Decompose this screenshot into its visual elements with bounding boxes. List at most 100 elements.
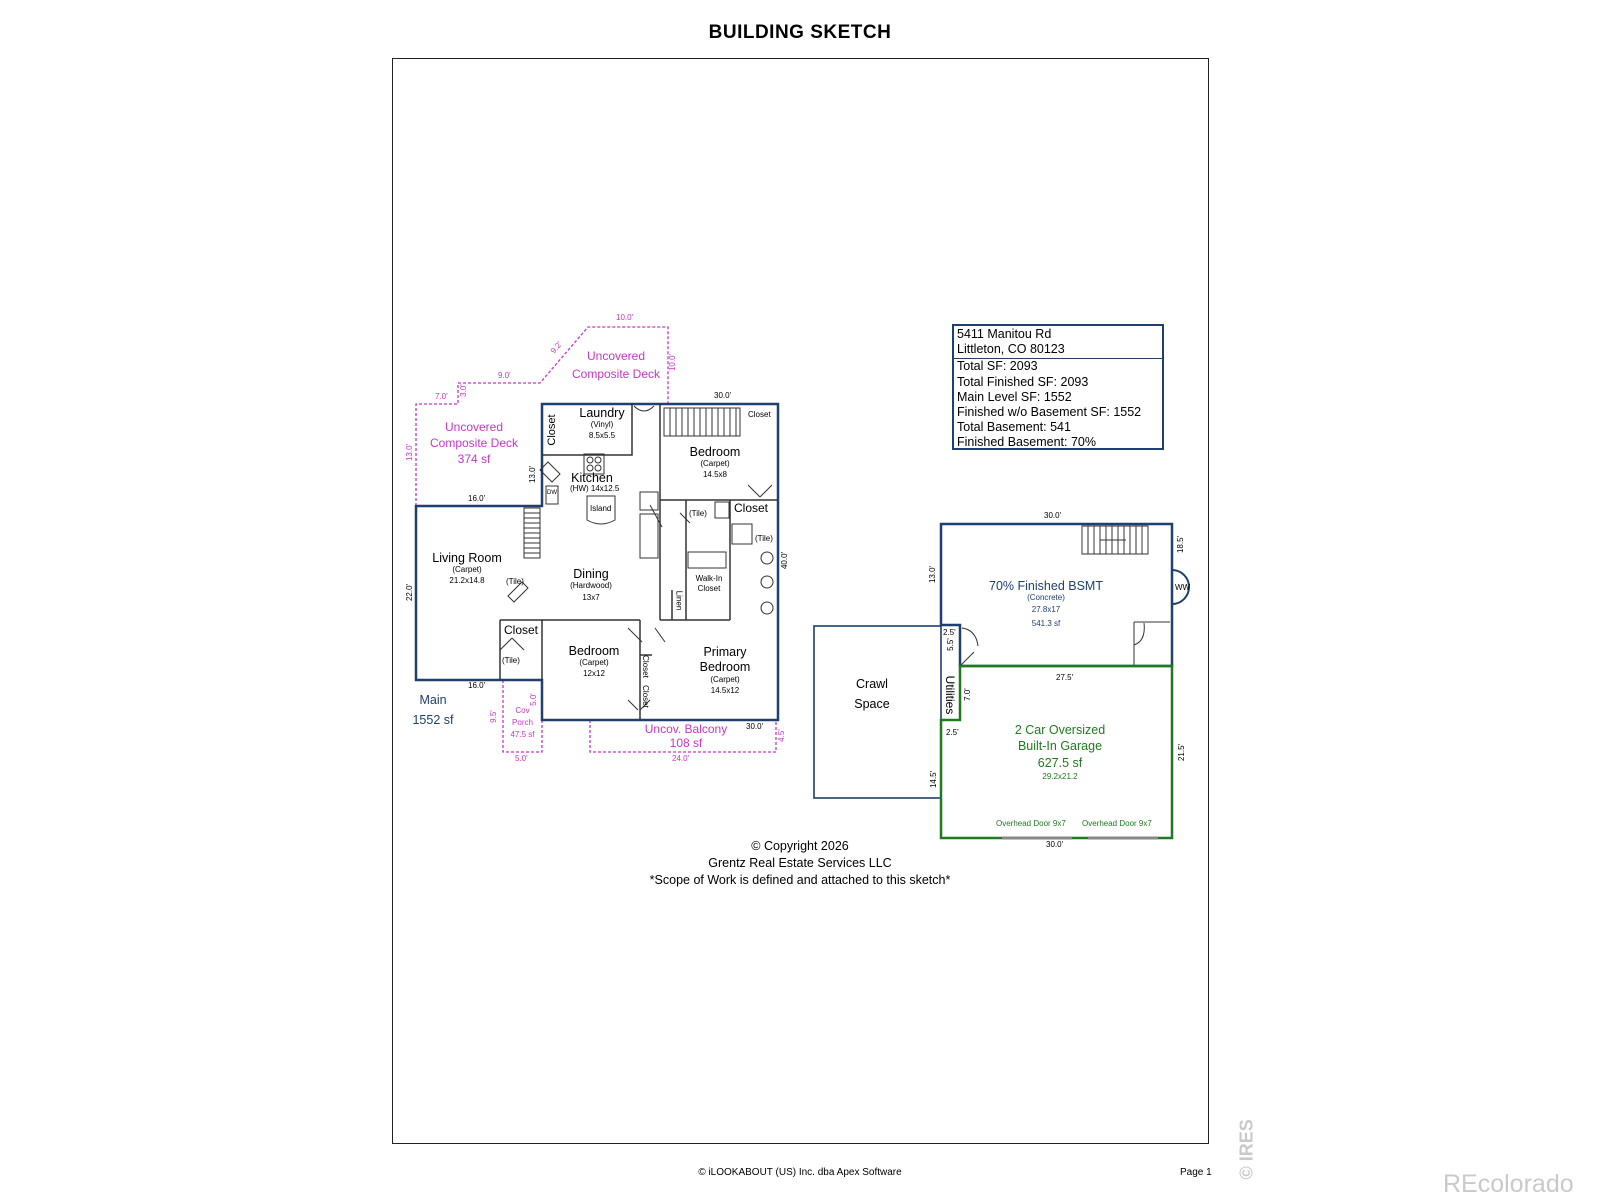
dim-bsmt-top: 30.0' bbox=[1044, 511, 1062, 520]
room-living: Living Room (Carpet) 21.2x14.8 bbox=[425, 551, 509, 585]
deck-left-line2: Composite Deck bbox=[429, 436, 519, 450]
fixtures bbox=[507, 453, 774, 615]
living-name: Living Room bbox=[432, 551, 502, 565]
recolorado-logo: REcolorado bbox=[1443, 1170, 1574, 1198]
total-sf: Total SF: 2093 bbox=[957, 359, 1038, 374]
room-bedroom-ne: Bedroom (Carpet) 14.5x8 bbox=[680, 445, 750, 479]
total-basement: Total Basement: 541 bbox=[957, 420, 1071, 435]
tile-closet: (Tile) bbox=[502, 656, 520, 665]
dim-deck-130: 13.0' bbox=[405, 443, 415, 462]
garage-door1: Overhead Door 9x7 bbox=[996, 819, 1066, 828]
copyright-line1: © Copyright 2026 bbox=[751, 839, 849, 853]
address-line2: Littleton, CO 80123 bbox=[957, 342, 1065, 357]
ires-watermark-text: © IRES bbox=[1236, 1119, 1257, 1180]
kitchen-name: Kitchen bbox=[571, 471, 613, 485]
balcony-area: 108 sf bbox=[669, 736, 703, 750]
laundry-floor: (Vinyl) bbox=[590, 420, 614, 429]
bedroom-s-name: Bedroom bbox=[568, 644, 620, 658]
porch-label: Cov Porch 47.5 sf bbox=[503, 705, 542, 741]
main-label: Main bbox=[419, 693, 447, 707]
walkin-closet: Walk-In Closet bbox=[690, 574, 728, 594]
copyright-line2: Grentz Real Estate Services LLC bbox=[708, 856, 892, 870]
dim-balcony-bottom: 24.0' bbox=[672, 754, 690, 763]
deck-outlines bbox=[415, 326, 777, 753]
basement-area: 541.3 sf bbox=[1031, 619, 1061, 628]
tile-entry: (Tile) bbox=[506, 577, 524, 586]
crawl-space-outline bbox=[813, 625, 942, 799]
primary-line2: Bedroom bbox=[699, 660, 751, 674]
dim-main-top: 30.0' bbox=[714, 391, 732, 400]
deck-left-line1: Uncovered bbox=[444, 420, 504, 434]
copyright-block: © Copyright 2026 Grentz Real Estate Serv… bbox=[560, 838, 1040, 889]
dim-bsmt-bottom: 27.5' bbox=[1056, 673, 1074, 682]
finished-wo-basement: Finished w/o Basement SF: 1552 bbox=[957, 405, 1142, 420]
room-garage: 2 Car Oversized Built-In Garage 627.5 sf… bbox=[1000, 722, 1120, 781]
kitchen-island: Island bbox=[590, 504, 612, 513]
main-level-label: Main 1552 sf bbox=[408, 690, 458, 730]
dim-living-top: 16.0' bbox=[468, 494, 486, 503]
window-well bbox=[1171, 569, 1190, 605]
dim-garage-25: 2.5' bbox=[946, 728, 959, 737]
interior-walls bbox=[499, 404, 778, 720]
dim-living-bottom: 16.0' bbox=[468, 681, 486, 690]
basement-stairs bbox=[959, 525, 1170, 667]
deck-top-label: Uncovered Composite Deck bbox=[566, 347, 666, 383]
dim-living-left: 22.0' bbox=[405, 583, 415, 602]
garage-line2: Built-In Garage bbox=[1017, 739, 1103, 753]
dim-garage-bottom: 30.0' bbox=[1046, 840, 1064, 849]
linen-closet: Linen bbox=[674, 590, 684, 611]
closet-ne-small: Closet bbox=[748, 410, 771, 419]
closet-laundry-label: Closet bbox=[546, 414, 558, 446]
bedroom-s-floor: (Carpet) bbox=[579, 658, 609, 667]
basement-name: 70% Finished BSMT bbox=[989, 579, 1103, 593]
laundry-name: Laundry bbox=[579, 406, 625, 420]
dining-name: Dining bbox=[573, 567, 609, 581]
kitchen-dishwasher: DW bbox=[547, 490, 557, 496]
walkin-line1: Walk-In bbox=[695, 574, 723, 583]
dim-porch-left: 9.5' bbox=[488, 710, 498, 723]
dim-deck-10a: 10.0' bbox=[616, 313, 634, 322]
dim-main-right: 40.0' bbox=[780, 551, 790, 570]
room-primary: Primary Bedroom (Carpet) 14.5x12 bbox=[690, 645, 760, 695]
dim-bsmt-right: 18.5' bbox=[1176, 535, 1186, 554]
dim-deck-10b: 10.0' bbox=[668, 353, 678, 372]
primary-line1: Primary bbox=[703, 645, 747, 659]
dim-porch-right: 5.0' bbox=[528, 693, 538, 706]
deck-top-line2: Composite Deck bbox=[571, 367, 661, 381]
bedroom-s-size: 12x12 bbox=[583, 669, 605, 678]
page-title: BUILDING SKETCH bbox=[708, 22, 892, 43]
crawl-space-label: Crawl Space bbox=[842, 674, 902, 714]
garage-walls bbox=[939, 664, 1174, 840]
room-laundry: Laundry (Vinyl) 8.5x5.5 bbox=[570, 406, 634, 440]
main-level-sf: Main Level SF: 1552 bbox=[957, 389, 1072, 404]
dining-size: 13x7 bbox=[582, 593, 600, 602]
dim-bsmt-left: 13.0' bbox=[928, 565, 938, 584]
dim-porch-bottom: 5.0' bbox=[515, 754, 528, 763]
dim-deck-30: 3.0' bbox=[458, 384, 468, 397]
garage-area: 627.5 sf bbox=[1037, 756, 1083, 770]
property-stats: Total SF: 2093 Total Finished SF: 2093 M… bbox=[954, 359, 1162, 450]
kitchen-floor-size: (HW) 14x12.5 bbox=[570, 484, 619, 493]
tile-bath1: (Tile) bbox=[689, 509, 707, 518]
closet-entry: Closet bbox=[503, 623, 538, 637]
room-dining: Dining (Hardwood) 13x7 bbox=[556, 567, 626, 602]
deck-left-label: Uncovered Composite Deck 374 sf bbox=[418, 419, 530, 467]
finished-basement: Finished Basement: 70% bbox=[957, 435, 1096, 450]
dim-balcony-right: 4.5' bbox=[776, 729, 786, 742]
utilities-label: Utilities bbox=[943, 675, 957, 715]
dim-deck-90: 9.0' bbox=[498, 371, 511, 380]
copyright-line3: *Scope of Work is defined and attached t… bbox=[649, 873, 951, 887]
room-kitchen: Kitchen bbox=[566, 471, 618, 485]
sketch-sheet bbox=[392, 58, 1209, 1144]
dim-garage-left: 14.5' bbox=[929, 770, 939, 789]
crawl-line2: Space bbox=[854, 697, 890, 711]
balcony-label: Uncov. Balcony 108 sf bbox=[626, 722, 746, 750]
porch-line1: Cov bbox=[515, 706, 530, 715]
deck-top-line1: Uncovered bbox=[586, 349, 646, 363]
door-swings bbox=[499, 405, 773, 711]
basement-size: 27.8x17 bbox=[1031, 605, 1061, 614]
garage-line1: 2 Car Oversized bbox=[1014, 723, 1106, 737]
tile-bath2: (Tile) bbox=[755, 534, 773, 543]
main-area: 1552 sf bbox=[412, 713, 454, 727]
dim-garage-right: 21.5' bbox=[1177, 743, 1187, 762]
